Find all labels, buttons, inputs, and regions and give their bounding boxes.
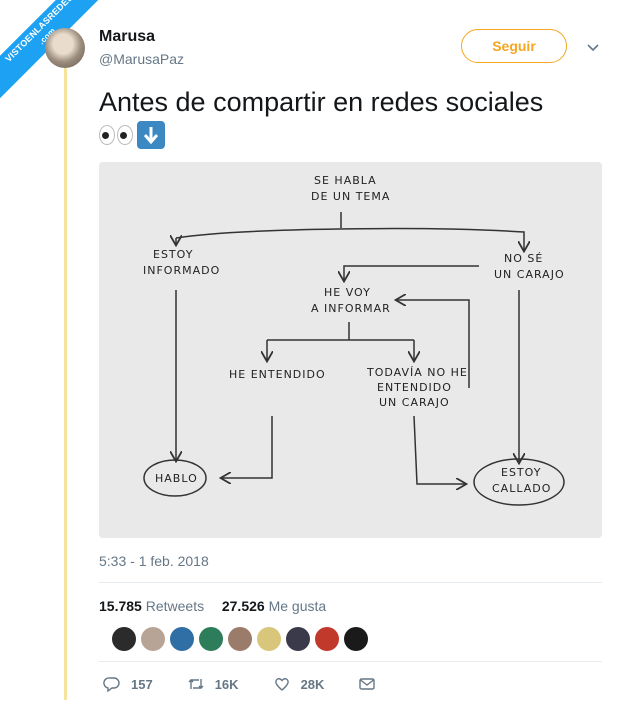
node-right-line2: UN CARAJO: [494, 268, 565, 281]
liker-avatar[interactable]: [344, 627, 368, 651]
retweet-action-count: 16K: [214, 676, 239, 692]
liker-avatar[interactable]: [228, 627, 252, 651]
tweet-text: Antes de compartir en redes sociales: [99, 87, 544, 117]
node-mid-line1: HE VOY: [324, 286, 371, 299]
node-left-line1: ESTOY: [153, 248, 193, 261]
retweet-icon: [188, 679, 204, 689]
eye-right: [117, 125, 133, 145]
node-top-line1: SE HABLA: [314, 174, 377, 187]
node-not-line3: UN CARAJO: [379, 396, 450, 409]
eyes-emoji: [99, 125, 133, 145]
retweet-button[interactable]: 16K: [187, 675, 239, 693]
liker-avatar[interactable]: [315, 627, 339, 651]
message-button[interactable]: [358, 675, 376, 693]
user-handle[interactable]: @MarusaPaz: [99, 51, 185, 67]
liker-avatars: [112, 627, 368, 651]
reply-button[interactable]: 157: [103, 675, 153, 693]
heart-icon: [274, 678, 289, 691]
node-quiet-line1: ESTOY: [501, 466, 541, 479]
tweet-actions: 157 16K 28K: [103, 675, 410, 693]
liker-avatar[interactable]: [112, 627, 136, 651]
retweet-label[interactable]: Retweets: [145, 598, 205, 614]
eye-left: [99, 125, 115, 145]
chevron-down-icon[interactable]: [585, 39, 601, 55]
node-speak: HABLO: [155, 472, 198, 485]
engagement-stats: 15.785 Retweets 27.526 Me gusta: [99, 598, 326, 614]
liker-avatar[interactable]: [199, 627, 223, 651]
divider-bottom: [99, 661, 602, 662]
reply-icon: [103, 677, 120, 693]
avatar[interactable]: [45, 28, 85, 68]
node-mid-line2: A INFORMAR: [311, 302, 391, 315]
envelope-icon: [359, 678, 376, 690]
tweet-timestamp[interactable]: 5:33 - 1 feb. 2018: [99, 553, 209, 569]
like-button[interactable]: 28K: [273, 675, 325, 693]
divider-top: [99, 582, 602, 583]
node-right-line1: NO SÉ: [504, 252, 543, 265]
emoji-row: [99, 120, 165, 150]
user-name[interactable]: Marusa: [99, 28, 156, 45]
node-not-line2: ENTENDIDO: [377, 381, 452, 394]
liker-avatar[interactable]: [141, 627, 165, 651]
like-label[interactable]: Me gusta: [268, 598, 327, 614]
follow-button[interactable]: Seguir: [461, 29, 567, 63]
node-left-line2: INFORMADO: [143, 264, 220, 277]
tweet-image[interactable]: SE HABLA DE UN TEMA ESTOY INFORMADO NO S…: [99, 162, 602, 538]
node-not-line1: TODAVÍA NO HE: [366, 366, 468, 379]
node-quiet-line2: CALLADO: [492, 482, 551, 495]
thread-line: [64, 60, 67, 700]
node-top-line2: DE UN TEMA: [311, 190, 390, 203]
liker-avatar[interactable]: [257, 627, 281, 651]
like-action-count: 28K: [300, 676, 325, 692]
liker-avatar[interactable]: [286, 627, 310, 651]
like-count[interactable]: 27.526: [221, 598, 265, 614]
reply-count: 157: [131, 676, 153, 692]
node-understood: HE ENTENDIDO: [229, 368, 326, 381]
flowchart-drawing: SE HABLA DE UN TEMA ESTOY INFORMADO NO S…: [99, 162, 602, 538]
liker-avatar[interactable]: [170, 627, 194, 651]
retweet-count[interactable]: 15.785: [99, 598, 142, 614]
down-arrow-emoji: [137, 121, 165, 149]
